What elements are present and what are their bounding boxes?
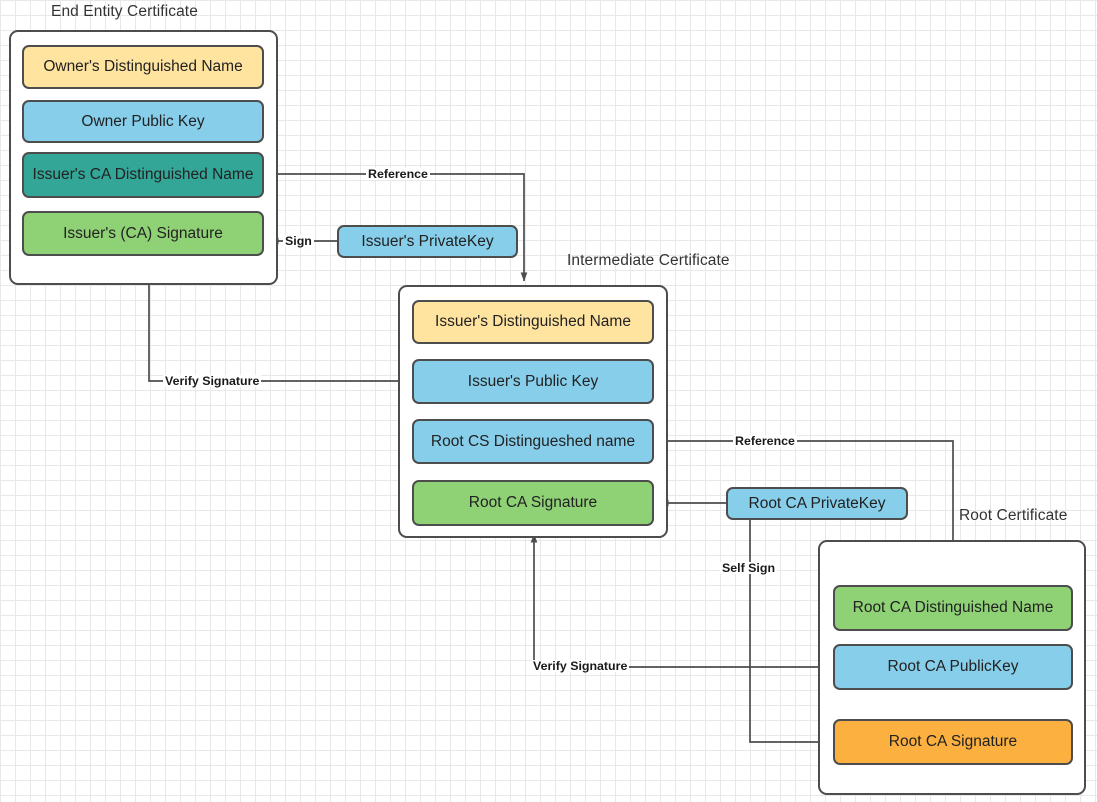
end-entity-field-issuer-ca-distinguished-name: Issuer's CA Distinguished Name [22,152,264,198]
root-certificate-title: Root Certificate [959,507,1068,524]
edge-label-ee-verify-signature: Verify Signature [163,374,262,388]
root-field-root-ca-public-key: Root CA PublicKey [833,644,1073,690]
root-field-root-ca-signature: Root CA Signature [833,719,1073,765]
edge-label-intermediate-verify-signature: Verify Signature [531,659,630,673]
edge-root-self-sign-path [749,518,828,746]
end-entity-certificate-title: End Entity Certificate [51,3,198,20]
intermediate-field-root-ca-signature: Root CA Signature [412,480,654,526]
issuer-private-key-box: Issuer's PrivateKey [337,225,518,258]
intermediate-field-issuer-distinguished-name: Issuer's Distinguished Name [412,300,654,344]
edge-label-ee-reference: Reference [366,167,430,181]
edge-label-intermediate-reference: Reference [733,434,797,448]
intermediate-certificate-title: Intermediate Certificate [567,252,730,269]
end-entity-field-owner-distinguished-name: Owner's Distinguished Name [22,45,264,89]
intermediate-field-issuer-public-key: Issuer's Public Key [412,359,654,404]
end-entity-field-owner-public-key: Owner Public Key [22,100,264,143]
root-ca-private-key-box: Root CA PrivateKey [726,487,908,520]
edge-label-ee-sign: Sign [283,234,314,248]
edge-label-root-self-sign: Self Sign [720,561,778,575]
end-entity-field-issuer-ca-signature: Issuer's (CA) Signature [22,211,264,256]
edge-int-verify-path [530,533,833,668]
intermediate-field-root-cs-distinguished-name: Root CS Distingueshed name [412,419,654,464]
root-field-root-ca-distinguished-name: Root CA Distinguished Name [833,585,1073,631]
